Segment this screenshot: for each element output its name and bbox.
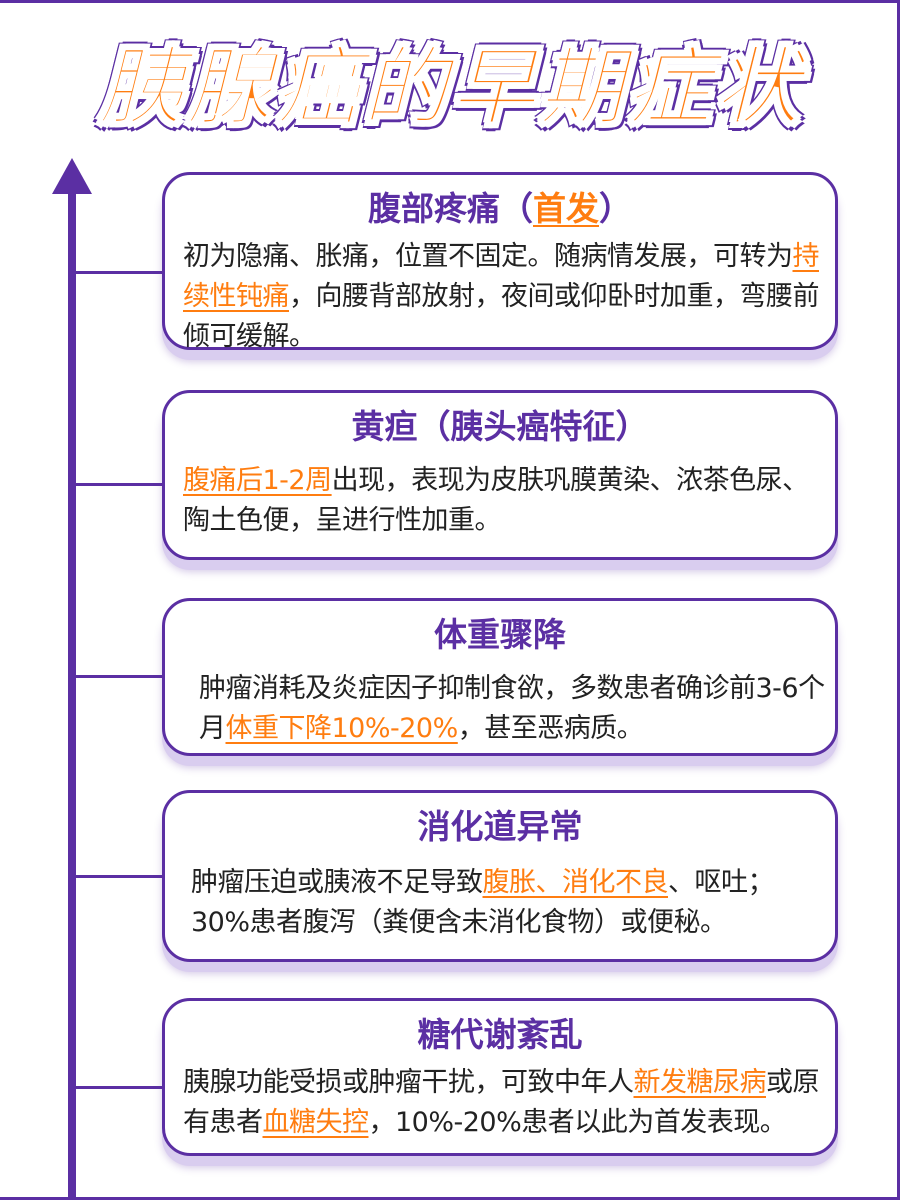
timeline-axis [68,185,76,1200]
card-connector [76,271,166,274]
bottom-border [0,1197,900,1200]
card-title: 腹部疼痛（首发） [368,189,632,228]
card-title: 糖代谢紊乱 [417,1015,583,1054]
card-connector [76,875,166,878]
right-border [897,0,900,1200]
card-body: 腹痛后1-2周出现，表现为皮肤巩膜黄染、浓茶色尿、陶土色便，呈进行性加重。 [183,465,809,536]
card-connector [76,675,166,678]
symptom-card-abdominal-pain: 腹部疼痛（首发） 初为隐痛、胀痛，位置不固定。随病情发展，可转为持续性钝痛，向腰… [162,172,838,352]
card-title: 消化道异常 [417,807,583,846]
card-body: 肿瘤压迫或胰液不足导致腹胀、消化不良、呕吐；30%患者腹泻（粪便含未消化食物）或… [191,867,775,938]
title-highlight: 首发 [533,189,599,228]
card-connector [76,483,166,486]
top-border [0,0,900,3]
highlight-text: 腹胀、消化不良 [482,867,669,898]
card-body: 初为隐痛、胀痛，位置不固定。随病情发展，可转为持续性钝痛，向腰背部放射，夜间或仰… [183,241,820,352]
page-title: 胰腺癌的早期症状 [97,37,802,139]
symptom-card-glucose: 糖代谢紊乱 胰腺功能受损或肿瘤干扰，可致中年人新发糖尿病或原有患者血糖失控，10… [162,998,838,1156]
card-body: 胰腺功能受损或肿瘤干扰，可致中年人新发糖尿病或原有患者血糖失控，10%-20%患… [183,1067,820,1138]
highlight-text: 持续性钝痛 [183,241,820,312]
symptom-card-weight-loss: 体重骤降 肿瘤消耗及炎症因子抑制食欲，多数患者确诊前3-6个月体重下降10%-2… [162,598,838,756]
highlight-text: 血糖失控 [262,1107,370,1138]
card-title: 体重骤降 [434,615,566,654]
card-body: 肿瘤消耗及炎症因子抑制食欲，多数患者确诊前3-6个月体重下降10%-20%，甚至… [199,673,825,744]
highlight-text: 新发糖尿病 [633,1067,767,1098]
card-connector [76,1086,166,1089]
highlight-text: 腹痛后1-2周 [183,465,332,496]
card-title: 黄疸（胰头癌特征） [351,407,649,446]
symptom-card-digestive: 消化道异常 肿瘤压迫或胰液不足导致腹胀、消化不良、呕吐；30%患者腹泻（粪便含未… [162,790,838,962]
symptom-card-jaundice: 黄疸（胰头癌特征） 腹痛后1-2周出现，表现为皮肤巩膜黄染、浓茶色尿、陶土色便，… [162,390,838,560]
highlight-text: 体重下降10%-20% [225,713,459,744]
